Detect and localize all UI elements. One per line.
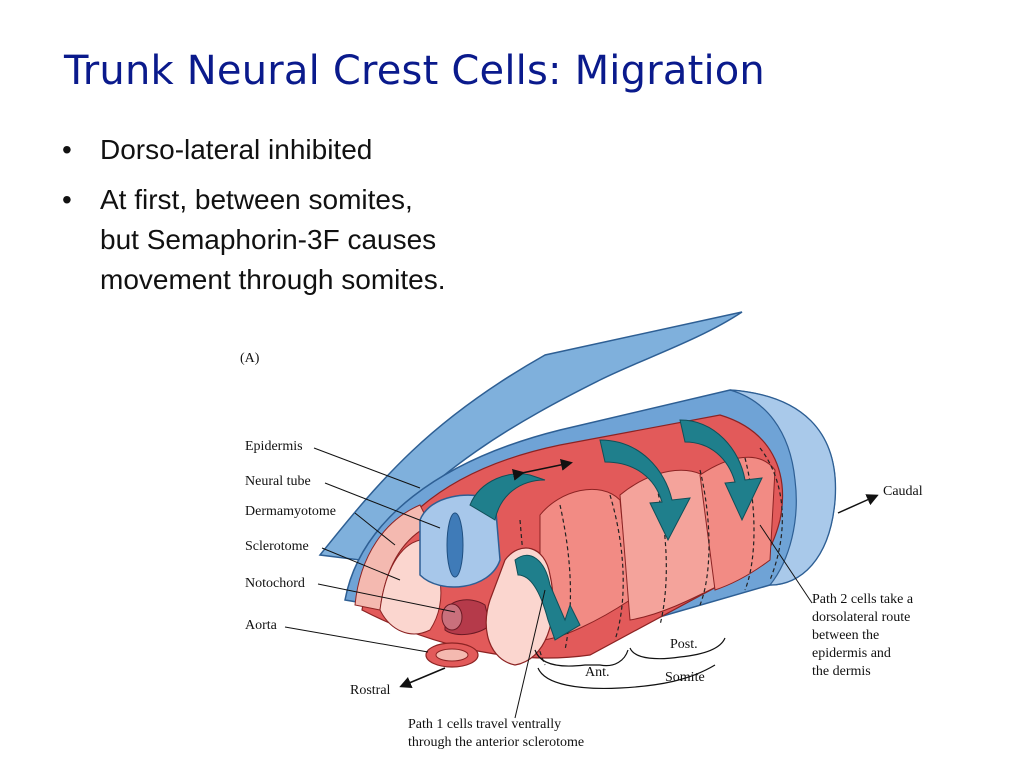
label-aorta: Aorta	[245, 618, 277, 633]
epidermis-end-cap	[729, 389, 836, 586]
label-post: Post.	[670, 637, 698, 652]
label-notochord: Notochord	[245, 576, 305, 591]
bullet-dot: •	[62, 134, 72, 165]
bullet-list: • Dorso-lateral inhibited • At first, be…	[62, 130, 446, 310]
neural-tube	[419, 494, 501, 588]
epidermis-flap	[318, 311, 743, 561]
label-path1: Path 1 cells travel ventrally through th…	[408, 717, 585, 750]
label-caudal: Caudal	[883, 484, 923, 499]
label-neural-tube: Neural tube	[245, 474, 311, 489]
bullet-text: Dorso-lateral inhibited	[100, 134, 373, 165]
double-arrow	[511, 458, 573, 481]
path2-arrow-2	[679, 419, 763, 522]
label-sclerotome: Sclerotome	[245, 539, 309, 554]
bullet-item: • At first, between somites, but Semapho…	[62, 180, 446, 300]
bullet-text: At first, between somites, but Semaphori…	[100, 184, 446, 295]
panel-label: (A)	[240, 351, 260, 366]
label-epidermis: Epidermis	[245, 439, 303, 454]
caudal-arrow	[837, 494, 879, 514]
label-path2: Path 2 cells take a dorsolateral route b…	[812, 592, 914, 679]
label-rostral: Rostral	[350, 683, 391, 698]
label-dermamyotome: Dermamyotome	[245, 504, 336, 519]
path1-stream	[514, 554, 581, 641]
bullet-item: • Dorso-lateral inhibited	[62, 130, 446, 170]
aorta	[425, 642, 479, 668]
path2-arrow-1	[599, 439, 691, 542]
notochord	[441, 599, 491, 636]
bullet-dot: •	[62, 184, 72, 215]
label-somite: Somite	[665, 670, 705, 685]
rostral-arrow	[399, 667, 446, 689]
label-ant: Ant.	[585, 665, 610, 680]
slide-title: Trunk Neural Crest Cells: Migration	[64, 48, 765, 94]
